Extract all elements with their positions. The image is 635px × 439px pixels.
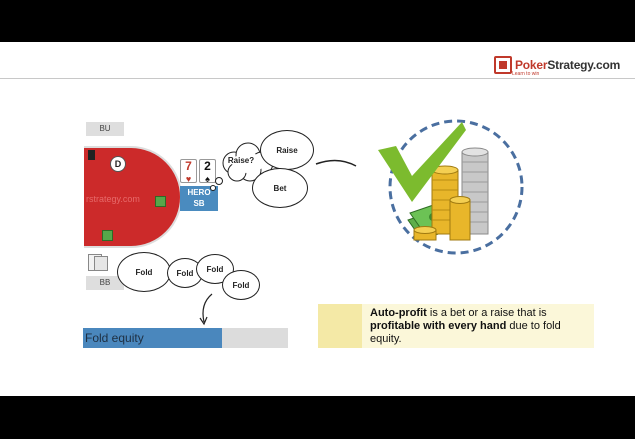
hero-position: SB: [193, 199, 205, 208]
definition-text: Auto-profit is a bet or a raise that is …: [370, 307, 590, 346]
logo-icon: [494, 56, 512, 74]
thought-cloud: [222, 142, 274, 182]
brand-logo: PokerStrategy.com Learn to win: [494, 56, 620, 77]
dashed-circle: [388, 119, 524, 255]
raise-bubble: Raise: [260, 130, 314, 170]
hero-card-1: 7 ♥: [180, 159, 197, 184]
coins-icon: [413, 147, 489, 241]
heart-icon: ♥: [185, 174, 192, 184]
thought-dot: [215, 177, 223, 185]
chip-icon: [155, 196, 166, 207]
connector-line: [315, 159, 357, 167]
hero-hole-cards: 7 ♥ 2 ♠: [180, 159, 218, 185]
checkmark-icon: [378, 122, 466, 202]
brand-name-part2: Strategy.com: [547, 58, 621, 72]
term-auto-profit: Auto-profit: [370, 307, 427, 319]
chip-icon: [102, 230, 113, 241]
header-divider: [0, 78, 635, 79]
definition-part2: is a bet or a raise that is: [426, 307, 547, 319]
definition-callout: Auto-profit is a bet or a raise that is …: [318, 304, 594, 348]
hero-card-2: 2 ♠: [199, 159, 216, 184]
thought-bubble-text: Raise?: [227, 155, 255, 165]
hero-label: HERO: [187, 188, 211, 197]
fold-equity-label: Fold equity: [85, 331, 144, 345]
bet-bubble: Bet: [252, 168, 308, 208]
dealer-button: D: [110, 156, 126, 172]
thought-dot: [210, 185, 216, 191]
brand-name: PokerStrategy.com: [515, 58, 620, 72]
table-watermark: rstrategy.com: [86, 194, 140, 204]
card-rank: 7: [185, 159, 192, 173]
brand-name-part1: Poker: [515, 58, 548, 72]
arrow-icon: [199, 293, 213, 326]
definition-emphasis: profitable with every hand: [370, 320, 507, 332]
seat-bb-tag: BB: [86, 276, 124, 290]
fold-bubble-c: Fold: [222, 270, 260, 300]
seat-marker: [88, 150, 95, 160]
seat-bu-tag: BU: [86, 122, 124, 136]
fold-equity-fill: [83, 328, 223, 348]
slide-graphics: [199, 119, 524, 346]
lightbulb-box: [318, 304, 362, 348]
definition-part4: due to fold equity.: [370, 320, 561, 345]
fold-bubble-main: Fold: [117, 252, 171, 292]
card-rank: 2: [204, 159, 211, 173]
brand-tagline: Learn to win: [512, 71, 540, 77]
slide: PokerStrategy.com Learn to win BU D rstr…: [0, 42, 635, 396]
bb-cards-icon: [88, 254, 108, 271]
spade-icon: ♠: [205, 174, 210, 184]
